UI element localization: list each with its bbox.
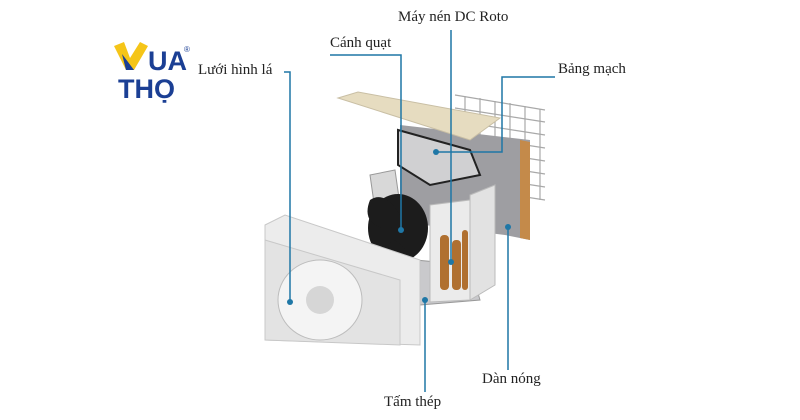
handshake-v-icon: UA ® THỌ bbox=[114, 42, 190, 104]
logo-text-top: UA bbox=[148, 46, 187, 76]
label-dan-nong: Dàn nóng bbox=[482, 371, 541, 387]
label-luoi-hinh-la: Lưới hình lá bbox=[198, 62, 273, 78]
registered-mark: ® bbox=[184, 45, 190, 54]
leader-lines bbox=[284, 30, 555, 392]
label-canh-quat: Cánh quạt bbox=[330, 35, 392, 51]
logo-text-bottom: THỌ bbox=[118, 74, 175, 104]
compressor bbox=[440, 230, 468, 290]
label-tam-thep: Tấm thép bbox=[384, 394, 442, 410]
top-panel bbox=[336, 91, 502, 141]
control-box bbox=[397, 128, 482, 187]
label-may-nen: Máy nén DC Roto bbox=[398, 9, 509, 25]
label-bang-mach: Bảng mạch bbox=[558, 61, 626, 77]
brand-logo: UA ® THỌ bbox=[112, 40, 192, 106]
